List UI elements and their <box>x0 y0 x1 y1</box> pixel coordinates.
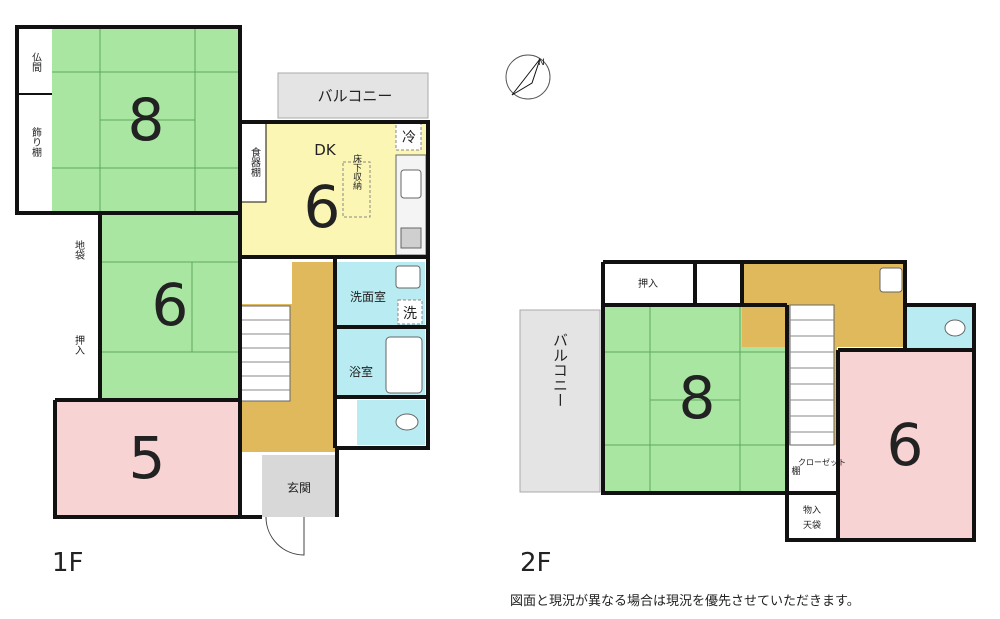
kitchen-sink-icon <box>400 169 422 199</box>
walls-2f <box>601 260 976 542</box>
floor-1-plan: バルコニー 8 仏間 飾り棚 6 地袋 押入 5 <box>15 25 430 556</box>
monoire-2f-label: 物入 <box>803 504 821 516</box>
dk-label: DK <box>314 141 337 159</box>
reizouko-label: 冷 <box>402 130 416 146</box>
north-arrow-icon: N <box>505 54 551 100</box>
balcony-1f-label: バルコニー <box>318 87 393 105</box>
closet-label: クローゼット <box>798 457 846 467</box>
yokushitsu-label: 浴室 <box>349 364 373 379</box>
kazaridana-label: 飾り棚 <box>30 126 42 158</box>
dk-size: 6 <box>304 173 341 241</box>
tatami8-2f-size: 8 <box>679 364 716 432</box>
genkan-label: 玄関 <box>287 480 311 495</box>
balcony-1f <box>277 72 429 119</box>
oshiire-1f-label: 押入 <box>73 334 85 355</box>
floor-2-label: 2F <box>520 548 552 578</box>
walls-1f <box>15 25 430 519</box>
floor-2-plan: バルコニー 押入 8 <box>519 260 976 542</box>
tatami-room-6 <box>100 215 238 399</box>
balcony-2f <box>519 309 601 493</box>
tatami8-size: 8 <box>128 86 165 154</box>
washbasin-2f-icon <box>879 267 903 293</box>
senmenshitsu-label: 洗面室 <box>350 289 386 304</box>
western5-size: 5 <box>129 424 166 492</box>
jibukuro-label: 地袋 <box>73 239 85 260</box>
shokkidana-label: 食器棚 <box>249 146 261 178</box>
toilet-2f-icon <box>944 319 966 337</box>
western-room-6-2f <box>840 352 974 538</box>
tatami6-size: 6 <box>152 271 189 339</box>
butsuma-label: 仏間 <box>30 52 42 73</box>
tatami-lines-8-2f <box>603 307 785 493</box>
washbasin-icon <box>395 265 421 289</box>
western-room-5 <box>55 402 239 516</box>
disclaimer-note: 図面と現況が異なる場合は現況を優先させていただきます。 <box>510 594 860 609</box>
entrance <box>262 455 337 517</box>
stove-icon <box>400 227 422 249</box>
floor-1-label: 1F <box>52 548 84 578</box>
compass-letter: N <box>538 58 545 68</box>
yukashita-label: 床下収納 <box>351 153 362 191</box>
bathtub-icon <box>385 336 423 394</box>
balcony-2f-label: バルコニー <box>551 333 569 408</box>
western6-2f-size: 6 <box>887 411 924 479</box>
sentaku-label: 洗 <box>403 306 417 322</box>
tana-label: 棚 <box>791 465 800 477</box>
oshiire-2f-label: 押入 <box>638 277 658 290</box>
tatami-lines-8 <box>52 27 240 213</box>
tenbukuro-label: 天袋 <box>803 519 821 531</box>
tatami-lines-6 <box>100 261 238 353</box>
toilet-1f-icon <box>395 413 419 431</box>
